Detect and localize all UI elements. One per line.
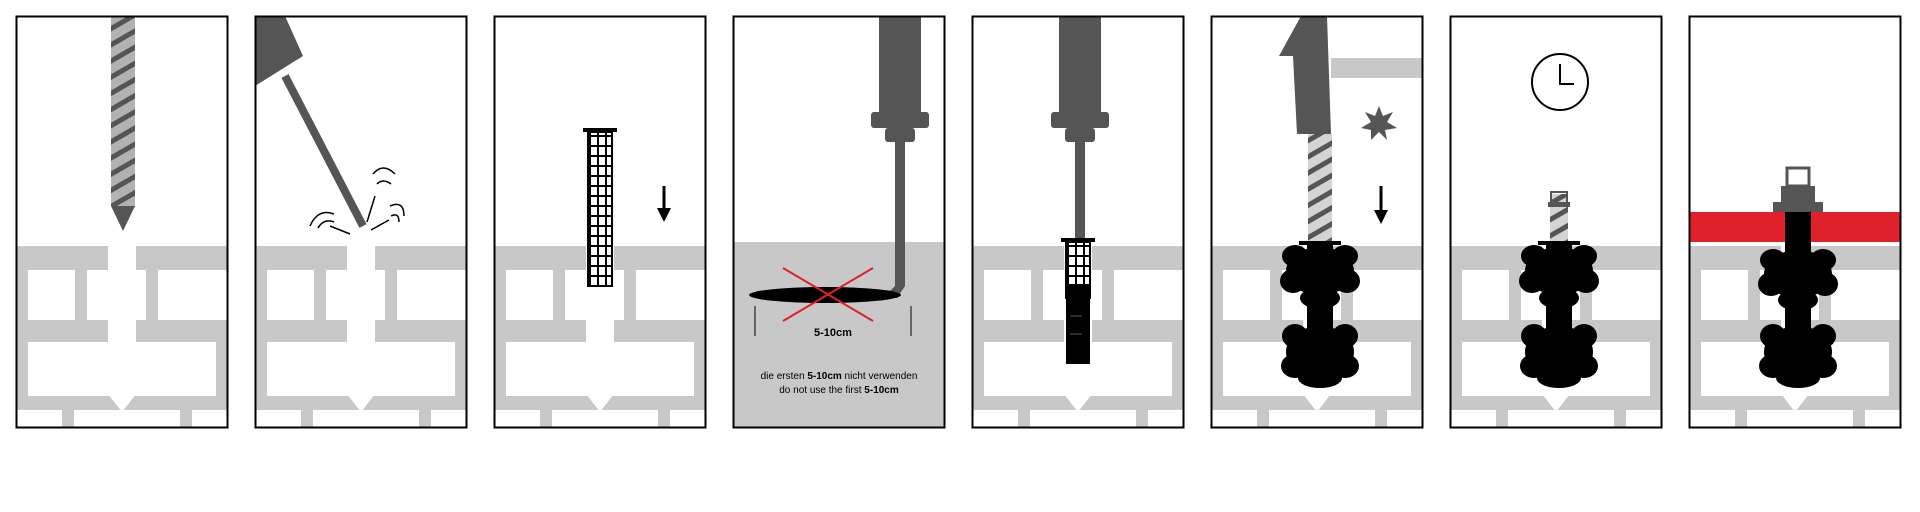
- anchored-mortar-blob: [1280, 241, 1360, 388]
- down-arrow-icon: [1374, 186, 1388, 224]
- step-7-curing-panel: [1449, 15, 1663, 429]
- anchored-mortar-blob: [1519, 241, 1599, 388]
- step-5-fill-sleeve-panel: [971, 15, 1185, 429]
- drill-bit-icon: [111, 16, 135, 231]
- threaded-rod-icon: [1308, 134, 1332, 250]
- step-1-drilling-panel: [15, 15, 229, 429]
- anchored-mortar-blob: [1758, 202, 1838, 388]
- step-4-discard-mortar-panel: 5-10cm die ersten 5-10cm nicht verwenden…: [732, 15, 946, 429]
- dispenser-nozzle-icon: [871, 16, 929, 298]
- discarded-mortar-puddle: [749, 287, 901, 303]
- mortar-fill-marks: [1070, 315, 1082, 335]
- step-6-set-rod-panel: [1210, 15, 1424, 429]
- nut-and-washer-icon: [1773, 166, 1823, 212]
- impact-star-icon: [1361, 106, 1397, 140]
- down-arrow-icon: [657, 186, 671, 222]
- discard-length-label: 5-10cm: [814, 327, 852, 339]
- note-english: do not use the first 5-10cm: [779, 385, 899, 396]
- threaded-rod-icon: [1548, 191, 1570, 250]
- measure-bracket: [754, 306, 912, 336]
- cross-icon: [782, 267, 874, 322]
- clock-icon: [1531, 53, 1589, 111]
- mesh-sleeve-icon: [583, 128, 617, 287]
- hammer-icon: [1279, 16, 1423, 134]
- step-2-cleaning-panel: [254, 15, 468, 429]
- dust-particles-icon: [309, 167, 405, 235]
- blow-out-pump-icon: [255, 16, 367, 228]
- note-german: die ersten 5-10cm nicht verwenden: [761, 371, 918, 382]
- mesh-sleeve-icon: [1061, 238, 1095, 364]
- step-3-insert-sleeve-panel: [493, 15, 707, 429]
- step-8-mount-fixture-panel: [1688, 15, 1902, 429]
- dispenser-nozzle-icon: [1051, 16, 1109, 252]
